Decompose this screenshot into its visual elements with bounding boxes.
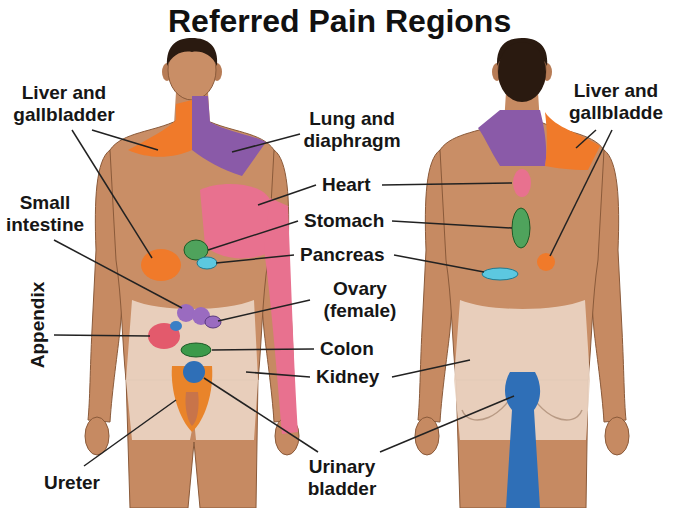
bladder-region (505, 372, 540, 508)
ovary-region (205, 316, 221, 328)
region-label: Colon (320, 338, 374, 360)
lung-region (478, 110, 546, 166)
liver-region (537, 253, 555, 271)
liver-region (141, 249, 181, 281)
region-label: Pancreas (300, 244, 385, 266)
liver-region (128, 100, 192, 157)
region-label: Lung and diaphragm (292, 108, 412, 152)
title: Referred Pain Regions (168, 2, 511, 40)
region-label: Heart (322, 174, 371, 196)
leader-lines (54, 130, 612, 466)
stomach-region (512, 208, 530, 248)
region-label: Urinary bladder (292, 456, 392, 500)
region-label: Liver and gallbladde (556, 80, 676, 124)
kidney-region (126, 300, 258, 440)
colon-region (181, 343, 211, 357)
back-hair (498, 42, 546, 102)
region-label: Small intestine (2, 192, 88, 236)
heart-region (513, 169, 531, 197)
groin-detail (185, 392, 198, 426)
heart-region (200, 184, 272, 258)
bladder-region (183, 361, 205, 383)
region-label: Kidney (316, 366, 379, 388)
lung-region (192, 96, 266, 176)
pancreas-region (482, 268, 518, 280)
region-label: Ureter (44, 472, 100, 494)
region-label: Stomach (304, 210, 384, 232)
region-label: Appendix (27, 282, 49, 369)
pancreas-region (197, 257, 217, 269)
region-label: Ovary (female) (318, 278, 402, 322)
heart-arm-region (264, 198, 298, 434)
ovary-region (170, 321, 182, 331)
region-label: Liver and gallbladder (8, 82, 120, 126)
